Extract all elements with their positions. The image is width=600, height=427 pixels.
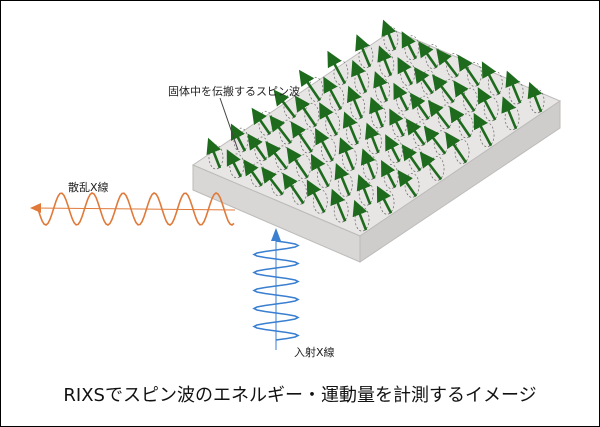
incident-xray-label: 入射X線 — [294, 344, 335, 360]
spin-wave-label: 固体中を伝搬するスピン波 — [168, 83, 300, 99]
scattered-arrowhead-icon — [30, 203, 41, 213]
scattered-xray-axis — [34, 208, 235, 210]
incident-xray — [254, 228, 298, 350]
scattered-xray-label: 散乱X線 — [68, 179, 109, 195]
incident-arrowhead-icon — [271, 228, 281, 241]
scattered-xray — [30, 193, 235, 225]
figure-caption: RIXSでスピン波のエネルギー・運動量を計測するイメージ — [0, 381, 600, 407]
